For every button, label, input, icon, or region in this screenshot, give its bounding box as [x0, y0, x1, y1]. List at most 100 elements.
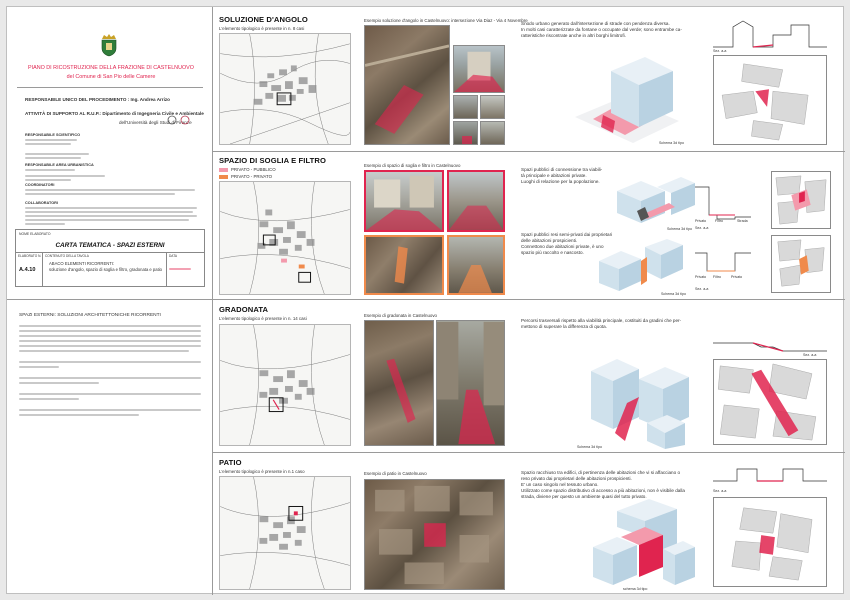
- drawing-sheet: PIANO DI RICOSTRUZIONE DELLA FRAZIONE DI…: [6, 6, 845, 595]
- section-label: Privato: [695, 275, 707, 279]
- description-line: In molti casi caratterizzate da fontane …: [521, 27, 682, 32]
- description-line: Spazi pubblici di connessione tra viabil…: [521, 167, 603, 172]
- photo-caption: Esempio di gradonata in Castelnuovo: [364, 313, 437, 318]
- description-line: Snodo urbano generato dall'intersezione …: [521, 21, 670, 26]
- plan-drawing: [771, 235, 831, 293]
- section-label: Sez. a-a: [713, 489, 727, 493]
- aerial-photo: [364, 320, 434, 446]
- plan-drawing: [713, 55, 827, 145]
- divider: [17, 87, 203, 88]
- credits-label: COLLABORATORI: [25, 201, 58, 205]
- contenuto-title: ABACO ELEMENTI RICORRENTI:: [49, 261, 115, 266]
- plan-title: PIANO DI RICOSTRUZIONE DELLA FRAZIONE DI…: [28, 65, 194, 71]
- schema-3d: [595, 235, 685, 295]
- section-label: Sez. a-a: [695, 287, 709, 291]
- title-block: NOME ELABORATO CARTA TEMATICA - SPAZI ES…: [15, 229, 205, 287]
- section-title: SOLUZIONE D'ANGOLO: [219, 15, 308, 24]
- schema-caption: Schema 3d tipo: [577, 445, 602, 449]
- photo-caption: Esempio soluzione d'angolo in Castelnuov…: [364, 18, 528, 23]
- legend-label: PRIVATO - PRIVATO: [231, 174, 272, 179]
- section-label: Filtro: [715, 219, 723, 223]
- description-line: mettono di superare la differenza di quo…: [521, 324, 607, 329]
- section-drawing: [713, 465, 827, 485]
- location-map: [219, 33, 351, 145]
- location-map: [219, 476, 351, 590]
- section-title: SPAZIO DI SOGLIA E FILTRO: [219, 156, 326, 165]
- street-photo: [364, 170, 444, 232]
- photo-caption: Esempio di spazio di soglia e filtro in …: [364, 163, 461, 168]
- schema-3d: [611, 171, 697, 227]
- schema-3d: [577, 345, 697, 449]
- contenuto-text: soluzione d'angolo, spazio di soglia e f…: [49, 267, 163, 272]
- legend-swatch-privato: [219, 175, 228, 179]
- description-line: Spazio racchiuso tra edifici, di pertine…: [521, 470, 681, 475]
- section-label: Privato: [695, 219, 707, 223]
- section-title: PATIO: [219, 458, 242, 467]
- description-line: ratteristiche riscontrate anche in altri…: [521, 33, 626, 38]
- credits-label: RESPONSABILE AREA URBANISTICA: [25, 163, 94, 167]
- description-line: E' un caso singolo nel tessuto urbano.: [521, 482, 599, 487]
- municipal-crest-icon: [101, 34, 117, 57]
- street-photo: [436, 320, 505, 446]
- section-drawing: [695, 249, 751, 275]
- universita-text: dell'Università degli Studi di Firenze: [119, 120, 192, 125]
- legend-swatch-pubblico: [219, 168, 228, 172]
- schema-caption: schema 3d tipo: [623, 587, 648, 591]
- section-label: Privato: [731, 275, 743, 279]
- street-photo: [447, 235, 505, 295]
- credits-label: COORDINATORI: [25, 183, 55, 187]
- schema-3d: [573, 47, 681, 143]
- section-divider: [213, 452, 845, 453]
- street-photo: [447, 170, 505, 232]
- street-photo: [480, 121, 505, 145]
- section-divider: [213, 299, 845, 300]
- section-label: Sez. a-a: [803, 353, 817, 357]
- divider: [7, 299, 213, 300]
- plan-drawing: [713, 497, 827, 587]
- description-line: reso privato dai proprietari delle abita…: [521, 476, 632, 481]
- description-line: strada, diviene per questo un ambiente q…: [521, 494, 647, 499]
- photo-caption: Esempio di patio in Castelnuovo: [364, 471, 427, 476]
- description-line: spazio più raccolto e nascosto.: [521, 250, 584, 255]
- aerial-photo: [364, 235, 444, 295]
- university-logo-icon: [167, 115, 190, 125]
- description-line: tà principale e abitazioni private.: [521, 173, 587, 178]
- description-line: Utilizzato come spazio distributivo di a…: [521, 488, 685, 493]
- map-caption: L'elemento tipologico è presente in n. 8…: [219, 26, 305, 31]
- contenuto-label: CONTENUTO DELLA TAVOLA: [45, 254, 89, 258]
- description-line: Spazi pubblici resi semi-privati dai pro…: [521, 232, 613, 237]
- credits-label: RESPONSABILE SCIENTIFICO: [25, 133, 81, 137]
- description-line: Connettono due abitazioni private, è uno: [521, 244, 604, 249]
- section-label: Filtro: [713, 275, 721, 279]
- section-drawing: [713, 337, 827, 357]
- street-photo: [453, 95, 478, 119]
- sheet-number: A.4.10: [19, 267, 36, 273]
- left-heading: SPAZI ESTERNI: SOLUZIONI ARCHITETTONICHE…: [19, 313, 161, 318]
- data-label: DATA: [169, 254, 178, 258]
- left-column: PIANO DI RICOSTRUZIONE DELLA FRAZIONE DI…: [7, 7, 213, 595]
- plan-drawing: [713, 359, 827, 445]
- schema-caption: Schema 3d tipo: [667, 227, 692, 231]
- sheet-title: CARTA TEMATICA - SPAZI ESTERNI: [55, 242, 165, 249]
- description-line: delle abitazioni prospicienti.: [521, 238, 578, 243]
- aerial-photo: [364, 25, 450, 145]
- street-photo: [453, 45, 505, 93]
- legend-label: PRIVATO - PUBBLICO: [231, 167, 276, 172]
- map-caption: L'elemento tipologico è presente in n.1 …: [219, 469, 305, 474]
- location-map: [219, 181, 351, 295]
- schema-caption: Schema 3d tipo: [659, 141, 684, 145]
- section-label: Sez. a-a: [713, 49, 727, 53]
- section-drawing: [695, 183, 751, 223]
- section-title: GRADONATA: [219, 305, 269, 314]
- section-label: Strada: [737, 219, 748, 223]
- section-drawing: [713, 19, 827, 49]
- nome-label: NOME ELABORATO: [19, 232, 51, 236]
- schema-3d: [587, 497, 697, 589]
- section-divider: [213, 151, 845, 152]
- location-map: [219, 324, 351, 446]
- section-label: Sez. a-a: [695, 226, 709, 230]
- description-line: Luoghi di relazione per la popolazione.: [521, 179, 600, 184]
- street-photo: [480, 95, 505, 119]
- schema-caption: Schema 3d tipo: [661, 292, 686, 296]
- municipality-subtitle: del Comune di San Pio delle Camere: [66, 74, 156, 80]
